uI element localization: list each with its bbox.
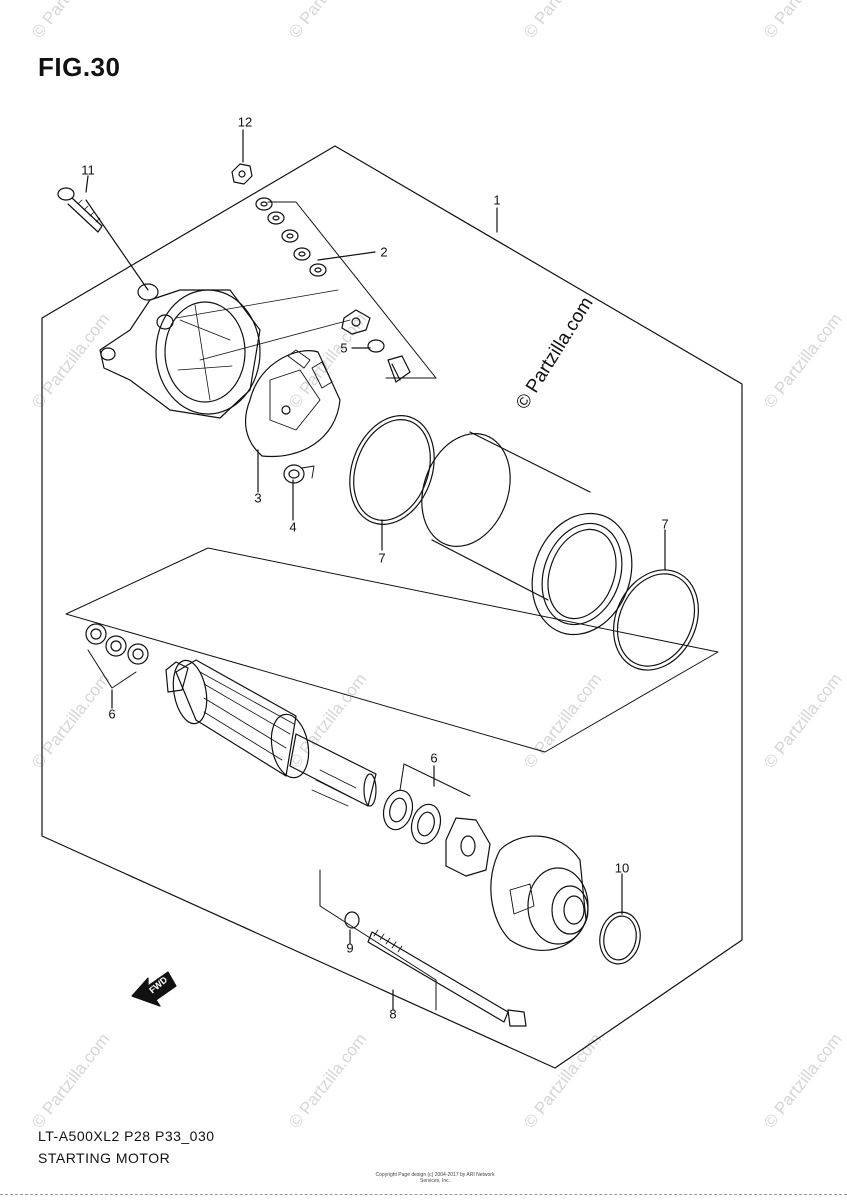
brush-group-bracket <box>267 201 437 379</box>
bolt-part <box>57 187 103 233</box>
page-bottom-divider <box>0 1194 847 1195</box>
callout-7-upper: 7 <box>378 550 386 566</box>
armature-part <box>165 659 377 807</box>
callout-3: 3 <box>254 490 262 506</box>
yoke-housing-part <box>421 431 633 636</box>
armature-group-outline <box>65 547 719 753</box>
front-bracket-part <box>490 835 589 951</box>
callout-6-lower: 6 <box>430 750 438 766</box>
callout-2: 2 <box>380 244 388 260</box>
oring-upper-part <box>349 415 435 525</box>
washer-bracket-left <box>87 649 137 689</box>
assembly-name: STARTING MOTOR <box>38 1150 171 1166</box>
through-bolt-part <box>367 929 527 1027</box>
bolt-group-bracket <box>319 869 437 1011</box>
fwd-arrow-icon <box>131 971 177 1007</box>
callout-4: 4 <box>289 519 297 535</box>
small-oring-part <box>367 339 385 353</box>
bearing-part <box>283 464 315 484</box>
washers-lower-part <box>382 789 491 877</box>
callout-1: 1 <box>493 192 501 208</box>
small-washer-part <box>344 911 360 929</box>
washers-left-part <box>85 623 149 665</box>
nut-part <box>231 163 253 185</box>
page-copyright: Copyright Page design (c) 2004-2017 by A… <box>375 1172 495 1184</box>
terminal-nut-part <box>341 309 371 335</box>
callout-5: 5 <box>340 340 348 356</box>
callout-8: 8 <box>389 1006 397 1022</box>
rear-housing-part <box>99 283 261 419</box>
model-code: LT-A500XL2 P28 P33_030 <box>38 1128 215 1144</box>
callout-10: 10 <box>614 860 630 876</box>
oring-lower-part <box>613 569 699 671</box>
callout-11: 11 <box>81 162 95 178</box>
washer-stack-part <box>255 197 327 277</box>
callout-6-left: 6 <box>108 706 116 722</box>
callout-7-lower: 7 <box>661 516 669 532</box>
terminal-bolt-part <box>387 355 411 383</box>
assembly-outline <box>41 145 743 1069</box>
washer-bracket-lower <box>399 763 471 797</box>
callout-9: 9 <box>346 940 354 956</box>
brush-plate-part <box>244 349 341 458</box>
oring-front-part <box>599 911 641 965</box>
callout-12: 12 <box>237 114 253 130</box>
figure-title: FIG.30 <box>38 52 121 82</box>
